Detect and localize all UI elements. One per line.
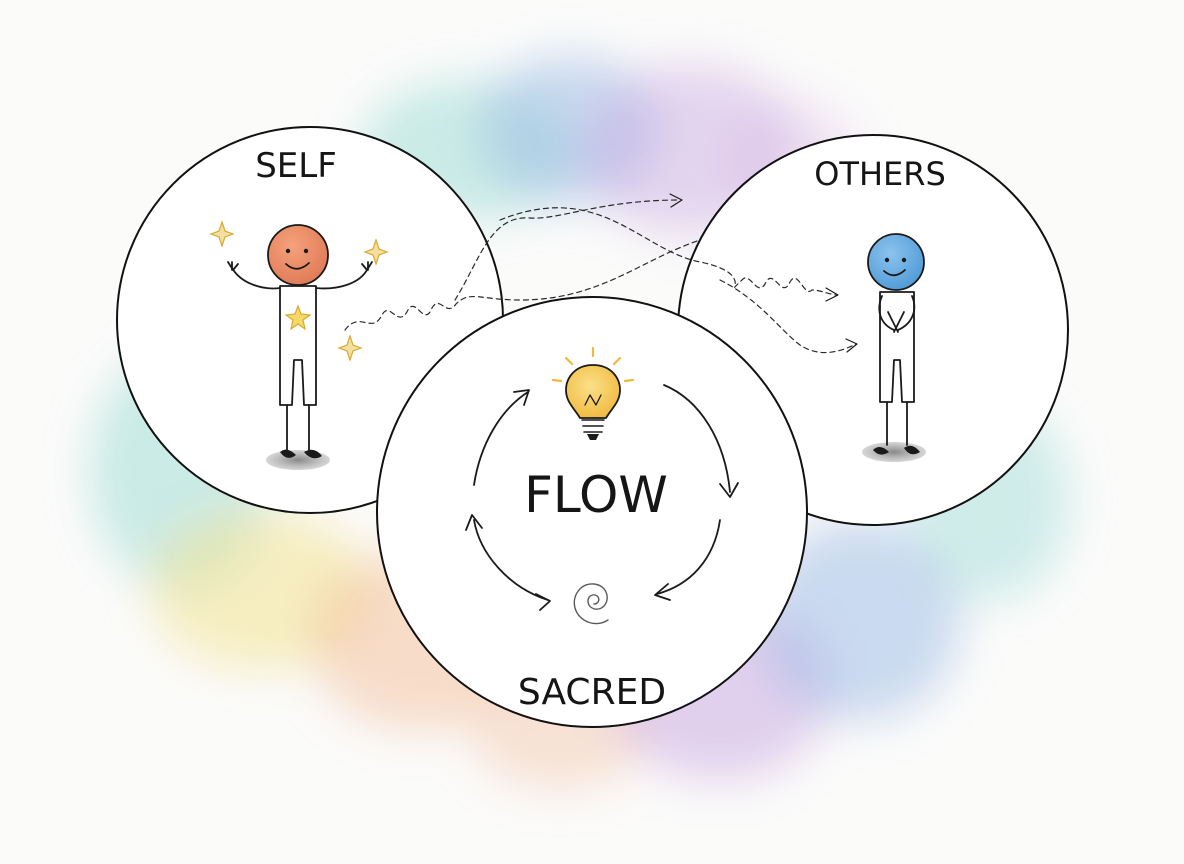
others-label: OTHERS (814, 155, 946, 193)
flow-label: FLOW (524, 466, 668, 524)
spiral-icon (573, 583, 609, 625)
sacred-label: SACRED (518, 672, 666, 713)
sacred-circle (376, 296, 808, 728)
lightbulb-icon (551, 346, 635, 440)
circular-arrows-icon (465, 384, 739, 611)
sparkle-icon (209, 220, 389, 362)
smiling-person-hands-clasped-icon (862, 233, 926, 462)
self-label: SELF (255, 146, 337, 186)
smiling-person-arms-raised-icon (227, 224, 373, 470)
connection-arrows (344, 193, 858, 354)
